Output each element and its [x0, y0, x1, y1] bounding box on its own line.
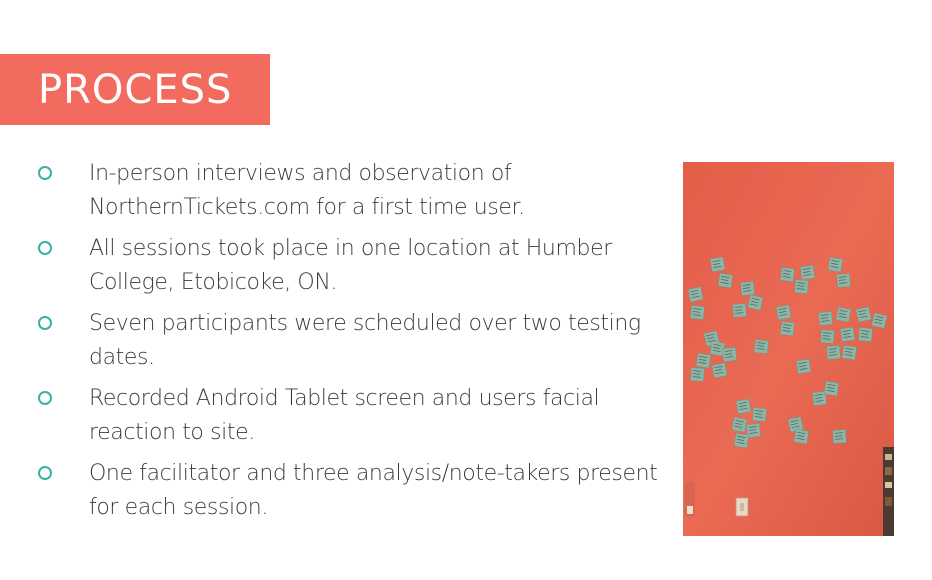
slide-title: PROCESS: [38, 67, 233, 113]
title-banner: PROCESS: [0, 54, 270, 125]
bullet-item: Recorded Android Tablet screen and users…: [38, 382, 678, 450]
circle-bullet-icon: [38, 466, 52, 480]
circle-bullet-icon: [38, 166, 52, 180]
bullet-text: All sessions took place in one location …: [89, 236, 612, 295]
bullet-list: In-person interviews and observation of …: [38, 157, 678, 532]
bullet-text: Recorded Android Tablet screen and users…: [89, 386, 600, 445]
bullet-text: In-person interviews and observation of …: [89, 161, 525, 220]
bullet-text: One facilitator and three analysis/note-…: [89, 461, 658, 520]
bullet-text: Seven participants were scheduled over t…: [89, 311, 641, 370]
sticky-notes-wall-photo: [683, 162, 894, 536]
circle-bullet-icon: [38, 316, 52, 330]
bookshelf: [883, 447, 894, 536]
bullet-item: Seven participants were scheduled over t…: [38, 307, 678, 375]
circle-bullet-icon: [38, 391, 52, 405]
circle-bullet-icon: [38, 241, 52, 255]
bullet-item: In-person interviews and observation of …: [38, 157, 678, 225]
door-frame: [685, 482, 695, 516]
bullet-item: All sessions took place in one location …: [38, 232, 678, 300]
bullet-item: One facilitator and three analysis/note-…: [38, 457, 678, 525]
